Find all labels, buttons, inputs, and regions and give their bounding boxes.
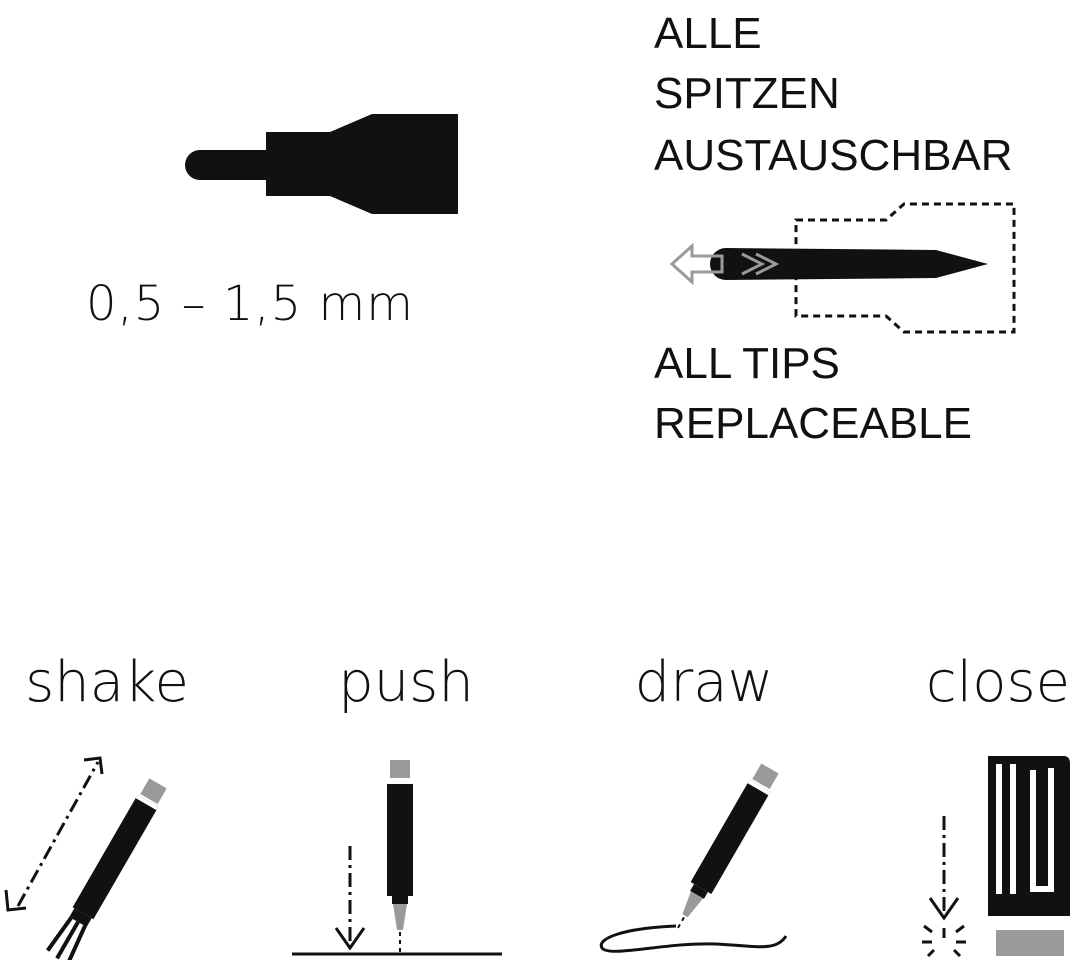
draw-icon (596, 752, 796, 958)
tip-replacement-diagram (666, 198, 1026, 338)
housing-outline (794, 202, 1016, 334)
step-label-shake: shake (25, 650, 189, 715)
tip-size-label: 0,5 – 1,5 mm (86, 276, 414, 332)
heading-de-line-3: AUSTAUSCHBAR (654, 131, 1013, 180)
heading-en-line-1: ALL TIPS (654, 339, 840, 388)
pull-arrow-icon (669, 242, 724, 286)
shake-icon (0, 740, 180, 960)
push-icon (290, 756, 510, 960)
heading-de-line-2: SPITZEN (654, 69, 840, 118)
heading-de-line-1: ALLE (654, 9, 762, 58)
heading-en-line-2: REPLACEABLE (654, 399, 972, 448)
marker-tip-icon (180, 110, 470, 220)
close-icon (912, 756, 1080, 962)
step-label-close: close (925, 650, 1071, 715)
replaceable-heading-en: ALL TIPS REPLACEABLE (654, 342, 972, 446)
replaceable-heading-de: ALLE SPITZEN AUSTAUSCHBAR (654, 12, 1013, 178)
step-label-draw: draw (634, 650, 774, 715)
step-label-push: push (338, 650, 474, 715)
replaceable-tip (710, 248, 988, 280)
